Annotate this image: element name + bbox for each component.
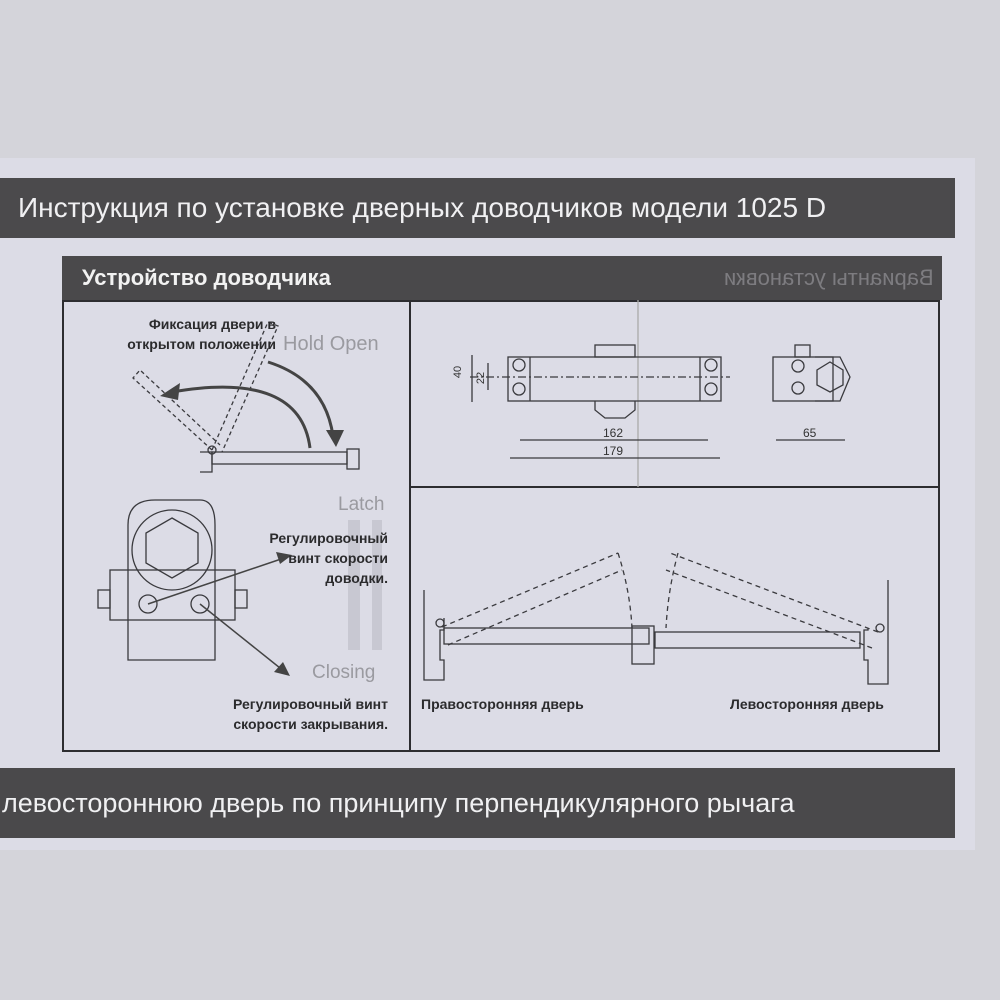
hold-open-diagram <box>132 321 360 473</box>
dim-height: 40 <box>452 365 465 379</box>
dim-hole-spacing: 22 <box>475 371 488 385</box>
latch-screw-caption: Регулировочный винт скорости доводки. <box>269 530 388 586</box>
section-title: Устройство доводчика <box>82 265 331 290</box>
door-swing-diagram <box>423 552 889 685</box>
dim-hole-length: 162 <box>603 426 624 440</box>
section-header: Устройство доводчика Варианты установки <box>62 256 942 300</box>
dim-total-length: 179 <box>603 444 624 458</box>
closer-top-dimension-drawing <box>470 344 851 459</box>
latch-label: Latch <box>338 494 385 515</box>
diagram-frame <box>62 300 940 752</box>
dim-depth: 65 <box>803 426 817 440</box>
footer-banner: левостороннюю дверь по принципу перпенди… <box>0 768 955 838</box>
hold-open-caption: Фиксация двери в открытом положении <box>127 316 276 352</box>
right-door-label: Правосторонняя дверь <box>421 696 584 712</box>
closer-front-diagram <box>97 499 292 676</box>
page-title: Инструкция по установке дверных доводчик… <box>0 178 955 238</box>
closing-bar <box>372 520 382 650</box>
closing-screw-caption: Регулировочный винт скорости закрывания. <box>233 696 388 732</box>
latch-bar <box>348 520 360 650</box>
hold-open-label: Hold Open <box>283 333 379 355</box>
left-door-label: Левосторонняя дверь <box>730 696 884 712</box>
closing-label: Closing <box>312 662 376 683</box>
